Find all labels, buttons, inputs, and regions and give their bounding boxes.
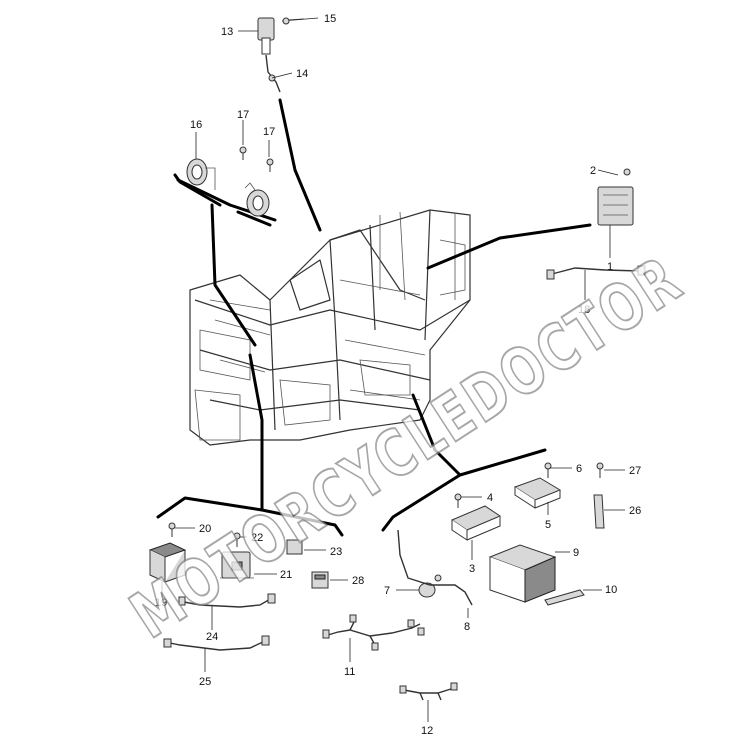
label-7: 7: [384, 585, 390, 597]
label-16: 16: [190, 119, 202, 131]
part-bolt-6: [544, 462, 572, 478]
label-23: 23: [330, 546, 342, 558]
part-bolt-4: [454, 493, 482, 508]
label-4: 4: [487, 492, 493, 504]
part-harness-25: [163, 635, 270, 672]
part-relay-28: [311, 571, 348, 589]
label-25: 25: [199, 676, 211, 688]
label-3: 3: [469, 563, 475, 575]
part-cable-14: [265, 54, 293, 93]
part-harness-12: [399, 682, 458, 722]
label-19: 19: [155, 597, 167, 609]
label-10: 10: [605, 584, 617, 596]
callout-lines: [156, 98, 592, 537]
label-28: 28: [352, 575, 364, 587]
horn-bracket-line: [173, 173, 222, 207]
label-12: 12: [421, 725, 433, 737]
part-box-19: [148, 542, 187, 598]
part-horn-16b: [244, 182, 270, 217]
label-13: 13: [221, 26, 233, 38]
part-bolt-15: [281, 17, 319, 25]
label-9: 9: [573, 547, 579, 559]
part-strap-10: [544, 589, 602, 606]
label-14: 14: [296, 68, 308, 80]
label-15: 15: [324, 13, 336, 25]
part-horn-16: [186, 132, 216, 190]
label-11: 11: [344, 666, 355, 678]
part-battery-9: [488, 544, 570, 603]
part-harness-24: [178, 593, 276, 630]
part-relay-7: [396, 574, 442, 598]
part-sensor-13: [238, 17, 275, 55]
part-relay-23: [286, 539, 326, 555]
part-bolt-2: [597, 168, 631, 176]
label-20: 20: [199, 523, 211, 535]
label-5: 5: [545, 519, 551, 531]
vehicle-frame: [189, 209, 471, 446]
label-17b: 17: [263, 126, 275, 138]
label-8: 8: [464, 621, 470, 633]
label-27: 27: [629, 465, 641, 477]
part-bolt-17b: [266, 140, 274, 172]
label-17a: 17: [237, 109, 249, 121]
label-21: 21: [280, 569, 292, 581]
label-26: 26: [629, 505, 641, 517]
part-module-21: [220, 551, 277, 579]
part-module-5: [513, 477, 562, 515]
label-1: 1: [607, 261, 613, 273]
horn-bracket-line-2: [236, 210, 272, 227]
part-bolt-20: [168, 522, 195, 537]
label-18: 18: [578, 304, 590, 316]
part-labels: 13 15 14 16 17 17 2 1 18 6 27 4 26 5 20 …: [155, 13, 641, 737]
label-6: 6: [576, 463, 582, 475]
part-wire-8: [397, 529, 473, 618]
part-ecu-3: [450, 505, 502, 560]
part-relay-box-1: [597, 186, 634, 258]
part-harness-11: [322, 614, 425, 662]
part-bolt-27: [596, 462, 625, 478]
label-24: 24: [206, 631, 218, 643]
part-bracket-26: [593, 494, 625, 529]
label-2: 2: [590, 165, 596, 177]
part-harness-18: [546, 265, 646, 300]
label-22: 22: [251, 532, 263, 544]
part-bolt-22: [233, 532, 247, 547]
part-bolt-17a: [239, 120, 247, 160]
